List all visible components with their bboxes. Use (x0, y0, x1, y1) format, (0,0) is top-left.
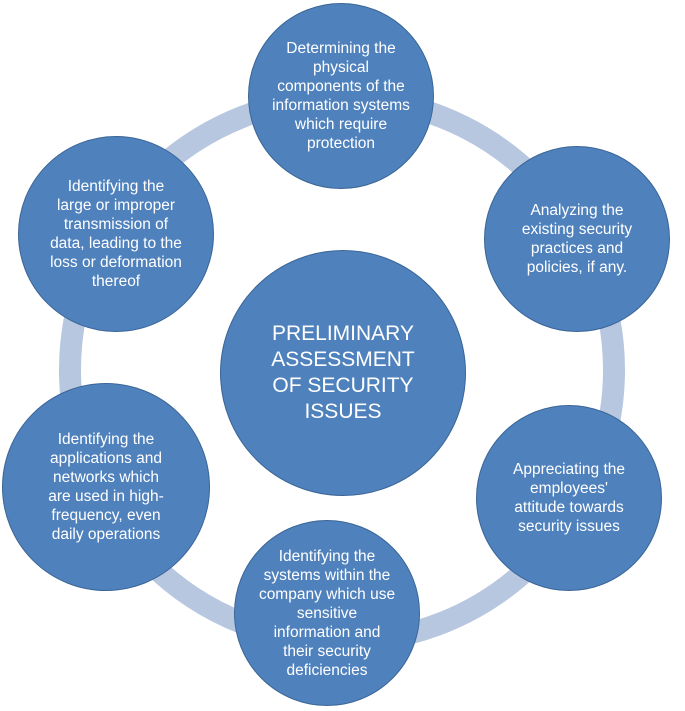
node-security-practices: Analyzing the existing security practice… (484, 146, 670, 332)
node-sensitive-systems-label: Identifying the systems within the compa… (258, 547, 396, 679)
node-employee-attitude: Appreciating the employees' attitude tow… (476, 405, 662, 591)
center-node: PRELIMINARY ASSESSMENT OF SECURITY ISSUE… (220, 250, 466, 496)
node-data-transmission-label: Identifying the large or improper transm… (50, 178, 182, 290)
node-employee-attitude-label: Appreciating the employees' attitude tow… (512, 461, 626, 535)
node-physical-components-label: Determining the physical components of t… (272, 40, 410, 152)
center-node-label: PRELIMINARY ASSESSMENT OF SECURITY ISSUE… (271, 322, 415, 423)
node-physical-components: Determining the physical components of t… (248, 3, 434, 189)
node-sensitive-systems: Identifying the systems within the compa… (234, 520, 420, 706)
node-applications-networks-label: Identifying the applications and network… (48, 431, 164, 543)
node-security-practices-label: Analyzing the existing security practice… (521, 202, 633, 276)
node-data-transmission: Identifying the large or improper transm… (18, 136, 214, 332)
node-applications-networks: Identifying the applications and network… (2, 383, 210, 591)
